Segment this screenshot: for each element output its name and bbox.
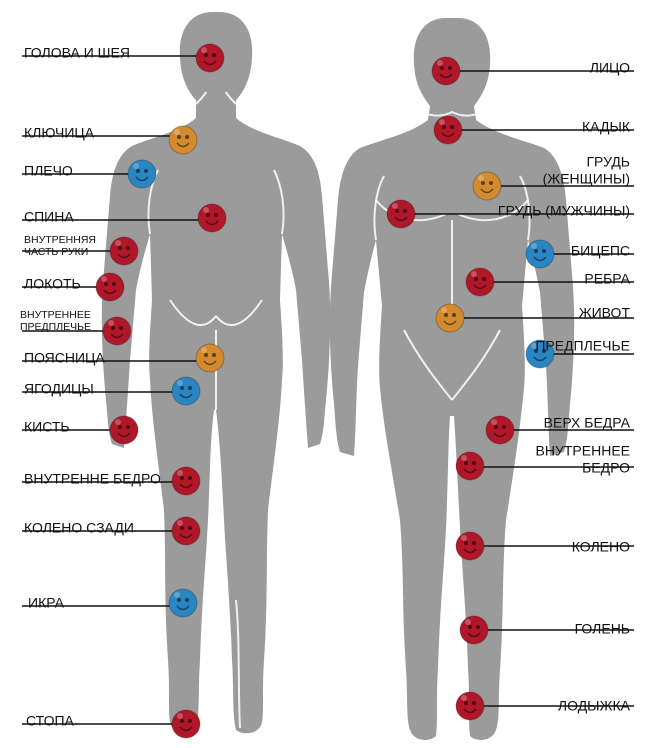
marker-label: ВНУТРЕННЕ БЕДРО — [24, 470, 161, 486]
marker-label: ГРУДЬ (МУЖЧИНЫ) — [498, 202, 630, 218]
red-face-marker-icon — [96, 273, 124, 301]
red-face-marker-icon — [110, 416, 138, 444]
marker-label: КЛЮЧИЦА — [24, 124, 95, 140]
marker-label: ГРУДЬ — [586, 153, 630, 169]
red-face-marker-icon — [387, 200, 415, 228]
red-face-marker-icon — [456, 532, 484, 560]
red-face-marker-icon — [103, 317, 131, 345]
red-face-marker-icon — [172, 517, 200, 545]
marker-label: СТОПА — [26, 712, 75, 728]
red-face-marker-icon — [456, 692, 484, 720]
marker-label: КОЛЕНО СЗАДИ — [24, 519, 134, 535]
marker-label: ПЛЕЧО — [24, 162, 73, 178]
marker-label: ИКРА — [28, 594, 65, 610]
red-face-marker-icon — [172, 710, 200, 738]
marker-label: ЛИЦО — [590, 59, 630, 75]
blue-face-marker-icon — [128, 160, 156, 188]
marker-label: КОЛЕНО — [572, 538, 630, 554]
orange-face-marker-icon — [196, 344, 224, 372]
marker-label: ГОЛЕНЬ — [575, 620, 630, 636]
red-face-marker-icon — [460, 616, 488, 644]
marker-label: ГОЛОВА И ШЕЯ — [24, 44, 130, 60]
blue-face-marker-icon — [172, 377, 200, 405]
marker-label: ЯГОДИЦЫ — [24, 380, 94, 396]
marker-label: КИСТЬ — [24, 418, 70, 434]
orange-face-marker-icon — [436, 304, 464, 332]
red-face-marker-icon — [434, 116, 462, 144]
red-face-marker-icon — [172, 467, 200, 495]
orange-face-marker-icon — [169, 126, 197, 154]
marker-label: КАДЫК — [582, 118, 631, 134]
red-face-marker-icon — [456, 452, 484, 480]
marker-label: ПРЕДПЛЕЧЬЕ — [535, 337, 630, 353]
marker-label: БИЦЕПС — [571, 242, 630, 258]
marker-label: ВНУТРЕННЯЯ — [24, 234, 96, 246]
marker-label: ПОЯСНИЦА — [24, 349, 105, 365]
marker-label: ЧАСТЬ РУКИ — [24, 246, 88, 258]
marker-label: ЛОКОТЬ — [24, 275, 81, 291]
marker-label: ВНУТРЕННЕЕ — [536, 442, 630, 458]
blue-face-marker-icon — [169, 589, 197, 617]
marker-label: ВЕРХ БЕДРА — [544, 414, 631, 430]
blue-face-marker-icon — [526, 240, 554, 268]
marker-label: РЕБРА — [584, 270, 630, 286]
red-face-marker-icon — [196, 44, 224, 72]
marker-label: СПИНА — [24, 208, 74, 224]
back-view-figure — [102, 12, 330, 733]
orange-face-marker-icon — [473, 172, 501, 200]
marker-label: БЕДРО — [582, 459, 630, 475]
marker-label: ПРЕДПЛЕЧЬЕ — [20, 321, 91, 333]
marker-label: ЖИВОТ — [579, 304, 631, 320]
red-face-marker-icon — [198, 204, 226, 232]
red-face-marker-icon — [486, 416, 514, 444]
red-face-marker-icon — [110, 237, 138, 265]
marker-label: ВНУТРЕННЕЕ — [20, 309, 91, 321]
red-face-marker-icon — [432, 57, 460, 85]
marker-label: ЛОДЫЖКА — [558, 697, 631, 713]
red-face-marker-icon — [466, 268, 494, 296]
marker-label: (ЖЕНЩИНЫ) — [543, 170, 630, 186]
